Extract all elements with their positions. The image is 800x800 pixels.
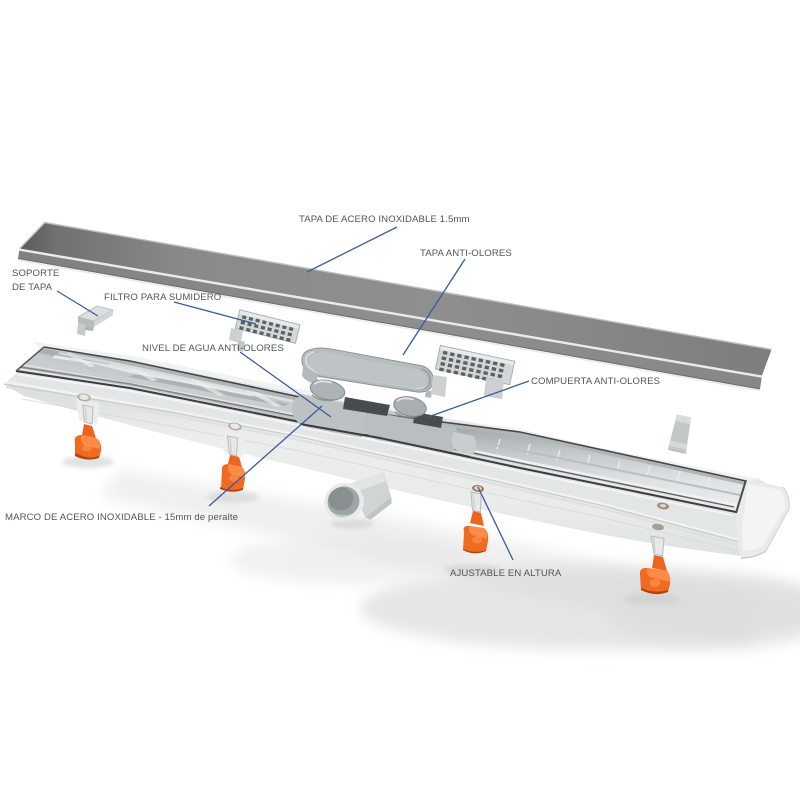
svg-text:AJUSTABLE EN ALTURA: AJUSTABLE EN ALTURA [450, 568, 562, 579]
svg-text:COMPUERTA ANTI-OLORES: COMPUERTA ANTI-OLORES [531, 376, 660, 387]
svg-text:TAPA ANTI-OLORES: TAPA ANTI-OLORES [420, 248, 512, 259]
svg-text:FILTRO PARA SUMIDERO: FILTRO PARA SUMIDERO [104, 292, 221, 303]
svg-text:TAPA DE ACERO INOXIDABLE 1.5mm: TAPA DE ACERO INOXIDABLE 1.5mm [299, 214, 470, 225]
svg-text:MARCO DE ACERO INOXIDABLE - 15: MARCO DE ACERO INOXIDABLE - 15mm de pera… [5, 512, 238, 523]
svg-text:SOPORTE: SOPORTE [12, 268, 59, 279]
svg-text:DE TAPA: DE TAPA [12, 282, 53, 293]
svg-text:NIVEL DE AGUA ANTI-OLORES: NIVEL DE AGUA ANTI-OLORES [142, 343, 284, 354]
